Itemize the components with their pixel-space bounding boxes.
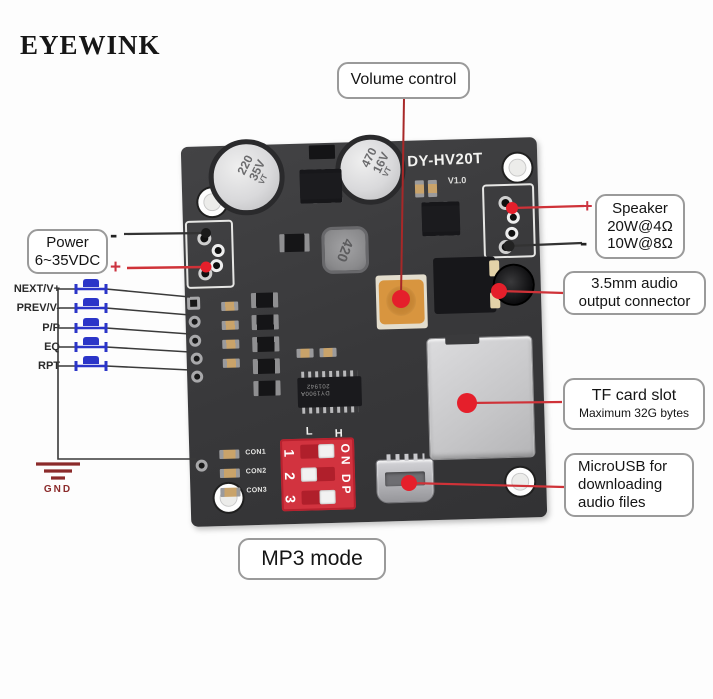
capacitor-series: VT xyxy=(257,173,270,187)
soic-chip-icon xyxy=(421,201,461,237)
smd-component xyxy=(219,449,240,460)
callout-text: TF card slot xyxy=(591,387,677,405)
capacitor-470uf: 470 16V VT xyxy=(334,133,407,206)
brand-logo: EYEWINK xyxy=(20,30,161,60)
callout-text: 6~35VDC xyxy=(34,251,101,269)
gpio-pad xyxy=(190,352,203,365)
chip-marking: DY1900A xyxy=(300,389,330,397)
speaker-plus-sign: + xyxy=(582,196,593,216)
callout-text: MP3 mode xyxy=(261,546,363,570)
gpio-pad xyxy=(186,296,201,310)
callout-text: Power xyxy=(46,233,89,251)
silkscreen-con2: CON2 xyxy=(245,467,267,476)
pcb-board: 220 35V VT 470 16V VT DY-HV20T V1.0 xyxy=(180,133,548,527)
smd-component xyxy=(296,348,314,358)
smd-component xyxy=(221,320,239,330)
tact-switch-symbol-eq xyxy=(58,337,191,353)
callout-microusb: MicroUSB for downloading audio files xyxy=(564,453,694,517)
inductor-value: 420 xyxy=(333,236,357,264)
micro-usb-port xyxy=(375,453,435,504)
board-model-silkscreen: DY-HV20T xyxy=(406,149,484,171)
pin-label-eq: EQ xyxy=(44,341,60,353)
callout-text: 3.5mm audio xyxy=(591,275,678,293)
smd-component xyxy=(251,314,279,331)
callout-power: Power 6~35VDC xyxy=(27,229,108,274)
callout-text: audio files xyxy=(578,493,646,511)
callout-text: downloading xyxy=(578,476,663,494)
callout-text: Speaker xyxy=(612,199,668,217)
dip-switch: 1 2 3 ON DP xyxy=(279,437,356,512)
capacitor-220uf: 220 35V VT xyxy=(207,138,286,217)
gnd-label: GND xyxy=(43,484,73,495)
smd-component xyxy=(250,292,279,309)
gpio-pad xyxy=(191,370,204,383)
pin-header xyxy=(308,144,336,160)
screw-hole-top-right xyxy=(503,153,532,183)
speaker-minus-sign: - xyxy=(580,230,588,255)
callout-text: MicroUSB for xyxy=(578,458,668,476)
callout-audio-connector: 3.5mm audio output connector xyxy=(563,271,706,315)
smd-capacitor xyxy=(414,180,425,198)
pin-label-prev: PREV/V- xyxy=(16,302,60,314)
callout-speaker: Speaker 20W@4Ω 10W@8Ω xyxy=(595,194,685,259)
callout-volume-control: Volume control xyxy=(337,62,470,99)
smd-component xyxy=(222,358,240,368)
board-version-silkscreen: V1.0 xyxy=(447,175,467,186)
audio-jack-barrel xyxy=(492,263,536,307)
dip-digit-3: 3 xyxy=(282,494,299,504)
dip-digit-2: 2 xyxy=(281,471,299,481)
smd-component xyxy=(219,468,241,479)
gpio-pad xyxy=(189,334,202,347)
audio-jack xyxy=(432,256,497,315)
smd-component xyxy=(222,339,240,349)
main-chip: DY1900A 201942 xyxy=(297,370,363,414)
capacitor-series: VT xyxy=(380,165,394,179)
tact-switch-symbol-prev xyxy=(58,298,191,316)
callout-text: 20W@4Ω xyxy=(607,217,673,235)
tact-switch-symbol-next xyxy=(58,279,191,298)
tact-switch-symbol-pp xyxy=(58,318,191,335)
callout-mp3-mode: MP3 mode xyxy=(238,538,386,580)
callout-text: 10W@8Ω xyxy=(607,235,673,253)
smd-component xyxy=(252,358,281,375)
callout-text: Volume control xyxy=(350,71,457,89)
smd-component xyxy=(220,487,241,498)
power-plus-sign: + xyxy=(110,257,122,278)
smd-component xyxy=(221,301,239,311)
power-minus-sign: - xyxy=(110,222,118,247)
silkscreen-con3: CON3 xyxy=(246,486,268,495)
pin-label-rpt: RPT xyxy=(38,360,60,372)
ground-bus-wire xyxy=(57,289,196,460)
smd-capacitor xyxy=(427,179,438,198)
smd-component xyxy=(253,380,281,397)
pin-label-next: NEXT/V+ xyxy=(13,283,60,295)
smd-component xyxy=(319,347,337,358)
tf-card-slot xyxy=(426,333,536,461)
smd-component xyxy=(279,233,310,253)
callout-subtext: Maximum 32G bytes xyxy=(578,406,690,421)
volume-potentiometer xyxy=(375,274,428,330)
callout-text: output connector xyxy=(578,293,691,310)
silkscreen-L: L xyxy=(305,425,313,438)
gnd-pad xyxy=(195,459,208,472)
smd-component xyxy=(252,336,280,353)
gpio-pad xyxy=(188,315,201,328)
dip-ondp-label: ON DP xyxy=(338,443,354,497)
chip-marking: 201942 xyxy=(306,382,330,390)
inductor: 420 xyxy=(321,225,370,275)
pin-label-pp: P/P xyxy=(42,322,60,334)
power-terminal xyxy=(184,219,235,289)
tact-switch-symbol-rpt xyxy=(58,356,191,371)
screw-hole-bottom-right xyxy=(505,467,535,497)
gnd-symbol-icon xyxy=(36,462,80,480)
dip-digit-1: 1 xyxy=(281,449,298,458)
silkscreen-con1: CON1 xyxy=(245,448,267,457)
speaker-terminal xyxy=(481,183,536,259)
callout-tf-card: TF card slot Maximum 32G bytes xyxy=(563,378,705,430)
soic-chip-icon xyxy=(299,168,343,204)
